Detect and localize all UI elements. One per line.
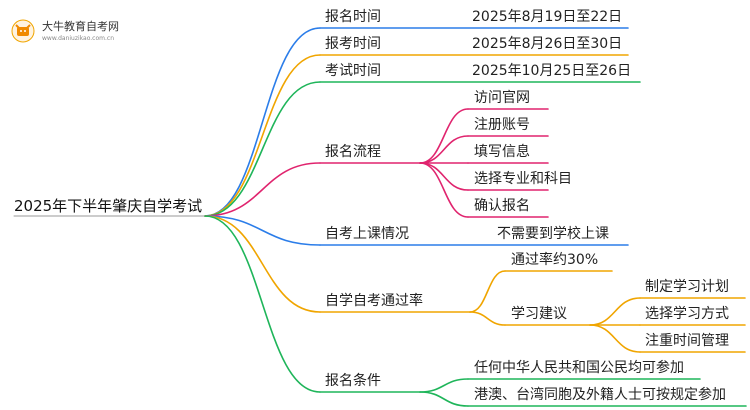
branch-connector xyxy=(204,27,321,217)
mindmap-root: 2025年下半年肇庆自学考试 xyxy=(14,197,203,215)
process-connector xyxy=(419,162,469,191)
study-advice-item: 选择学习方式 xyxy=(645,306,729,322)
branch-label-conditions: 报名条件 xyxy=(325,373,381,389)
study-advice-item: 注重时间管理 xyxy=(645,333,729,349)
branch-label-apply-time: 报考时间 xyxy=(325,36,381,52)
branch-label-pass-rate: 自学自考通过率 xyxy=(325,293,423,309)
study-item-connector xyxy=(589,324,641,353)
branch-connector xyxy=(204,162,321,217)
condition-item: 港澳、台湾同胞及外籍人士可按规定参加 xyxy=(474,387,726,403)
condition-connector xyxy=(419,378,469,393)
pass-rate-connector xyxy=(469,270,506,313)
branch-value-exam-time: 2025年10月25日至26日 xyxy=(472,63,632,79)
branch-value-apply-time: 2025年8月26日至30日 xyxy=(472,36,623,52)
branch-value-signup-time: 2025年8月19日至22日 xyxy=(472,9,623,25)
condition-connector xyxy=(419,391,469,407)
logo-title: 大牛教育自考网 xyxy=(42,20,119,33)
pass-rate-value: 通过率约30% xyxy=(511,252,599,268)
study-advice-item: 制定学习计划 xyxy=(645,279,729,295)
branch-label-class-info: 自考上课情况 xyxy=(325,226,409,242)
bull-logo-icon xyxy=(11,19,35,43)
study-advice-connector xyxy=(469,311,506,326)
process-step: 填写信息 xyxy=(474,144,530,160)
logo-url: www.daniuzikao.com.cn xyxy=(42,35,114,42)
process-connector xyxy=(419,135,469,164)
study-advice-label: 学习建议 xyxy=(511,306,567,322)
process-step: 注册账号 xyxy=(474,117,530,133)
branch-connector xyxy=(204,215,321,393)
branch-connector xyxy=(204,215,321,246)
branch-label-process: 报名流程 xyxy=(325,144,381,160)
branch-label-signup-time: 报名时间 xyxy=(325,9,381,25)
branch-value-class-info: 不需要到学校上课 xyxy=(497,226,609,242)
process-step: 访问官网 xyxy=(474,90,530,106)
branch-connector xyxy=(204,54,321,217)
logo: 大牛教育自考网 www.daniuzikao.com.cn xyxy=(8,16,148,50)
branch-connector xyxy=(204,81,321,217)
process-connector xyxy=(419,162,469,218)
process-step: 选择专业和科目 xyxy=(474,171,572,187)
branch-connector xyxy=(204,215,321,313)
study-item-connector xyxy=(589,297,641,326)
process-step: 确认报名 xyxy=(474,198,530,214)
condition-item: 任何中华人民共和国公民均可参加 xyxy=(474,360,684,376)
branch-label-exam-time: 考试时间 xyxy=(325,63,381,79)
process-connector xyxy=(419,108,469,164)
